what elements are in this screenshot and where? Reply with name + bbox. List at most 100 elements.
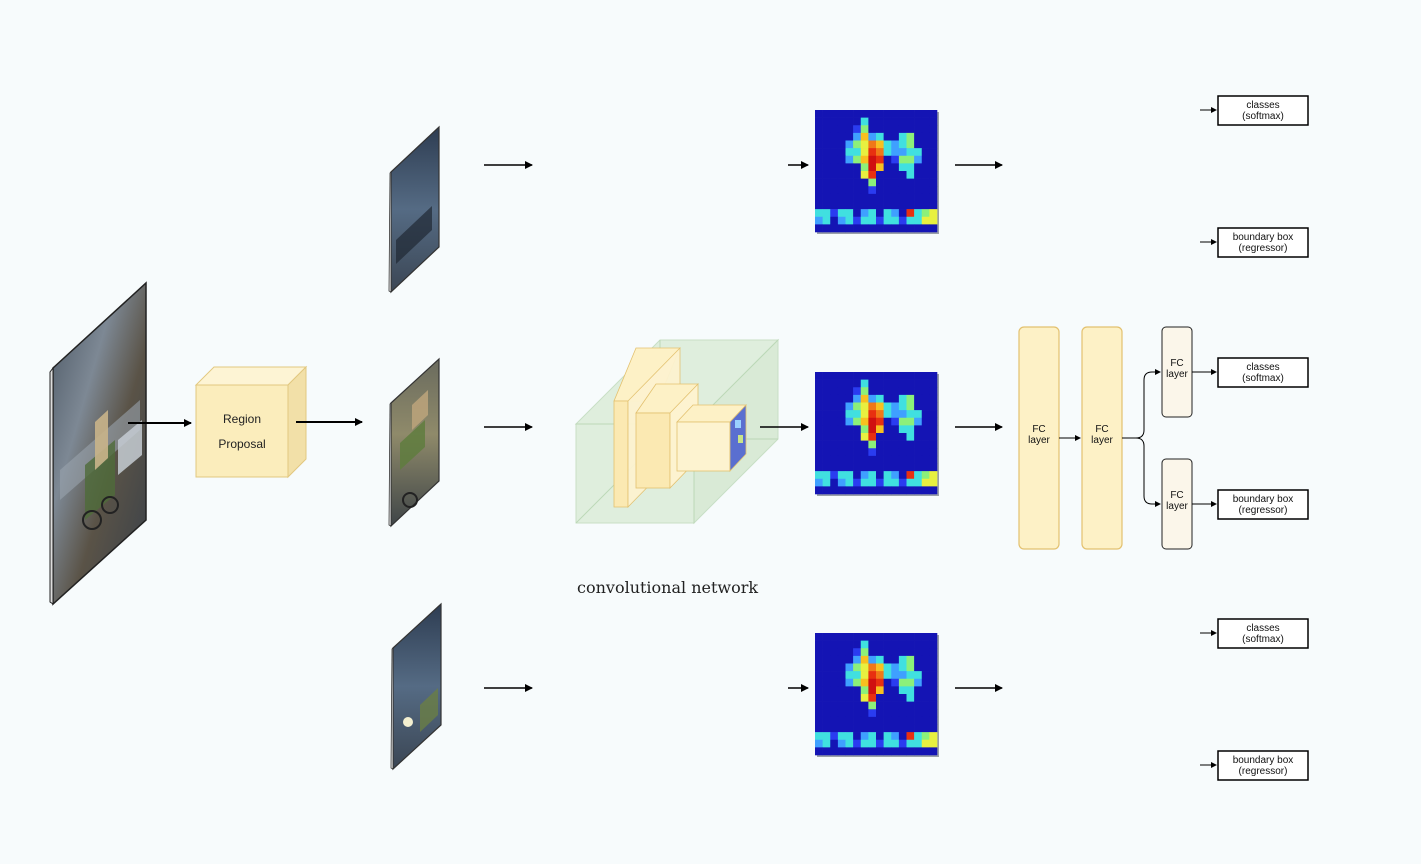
heatmap-cell [929,747,938,756]
heatmap-cell [853,739,862,748]
heatmap-cell [914,671,923,680]
heatmap-cell [876,663,884,672]
heatmap-cell [891,724,900,733]
heatmap-cell [876,678,884,687]
heatmap-cell [868,216,877,225]
heatmap-cell [853,694,862,702]
heatmap-cell [822,148,831,157]
heatmap-cell [822,410,831,419]
heatmap-cell [868,178,877,187]
heatmap-cell [845,132,854,141]
heatmap-cell [822,132,831,141]
heatmap-cell [929,171,938,179]
heatmap-cell [868,640,877,649]
heatmap-cell [876,433,884,441]
output-classes-top: classes (softmax) [1217,95,1309,126]
heatmap-cell [830,110,839,118]
heatmap-cell [929,110,938,118]
heatmap-cell [883,686,892,695]
heatmap-cell [883,372,892,380]
heatmap-cell [891,117,900,126]
heatmap-cell [898,732,907,741]
heatmap-cell [845,648,854,657]
heatmap-cell [914,110,923,118]
heatmap-cell [898,686,907,695]
heatmap-cell [845,201,854,210]
heatmap-cell [891,648,900,657]
heatmap-cell [906,694,915,702]
heatmap-cell [883,633,892,641]
heatmap-cell [860,694,869,702]
heatmap-cell [891,486,900,495]
heatmap-cell [822,648,831,657]
heatmap-cell [883,486,892,495]
heatmap-cell [898,209,907,218]
heatmap-cell [845,394,854,403]
heatmap-cell [914,216,923,225]
heatmap-cell [906,209,915,218]
heatmap-cell [845,663,854,672]
heatmap-cell [837,455,846,464]
heatmap-cell [860,387,869,396]
region-crop-top [388,125,440,294]
heatmap-cell [845,739,854,748]
heatmap-cell [853,440,862,449]
heatmap-cell [815,379,823,388]
heatmap-cell [883,209,892,218]
heatmap-cell [860,433,869,441]
heatmap-cell [815,117,823,126]
heatmap-cell [830,463,839,472]
heatmap-cell [860,224,869,233]
heatmap-cell [853,410,862,419]
heatmap-cell [822,440,831,449]
heatmap-cell [868,694,877,702]
heatmap-cell [830,148,839,157]
heatmap-cell [822,372,831,380]
heatmap-cell [837,402,846,411]
heatmap-cell [822,686,831,695]
heatmap-cell [898,125,907,134]
heatmap-cell [837,387,846,396]
heatmap-cell [898,186,907,195]
heatmap-cell [853,433,862,441]
heatmap-cell [914,201,923,210]
heatmap-cell [898,701,907,710]
heatmap-cell [906,463,915,472]
heatmap-cell [921,394,930,403]
heatmap-cell [891,155,900,164]
heatmap-cell [914,633,923,641]
convolutional-network-caption: convolutional network [577,578,758,597]
heatmap-cell [921,463,930,472]
heatmap-cell [921,186,930,195]
heatmap-cell [914,148,923,157]
heatmap-cell [830,125,839,134]
heatmap-cell [860,178,869,187]
heatmap-cell [845,140,854,149]
heatmap-cell [929,402,938,411]
heatmap-cell [929,125,938,134]
heatmap-cell [860,186,869,195]
heatmap-cell [860,216,869,225]
heatmap-cell [822,394,831,403]
heatmap-cell [929,209,938,218]
heatmap-cell [822,425,831,434]
heatmap-cell [883,694,892,702]
heatmap-cell [921,686,930,695]
heatmap-cell [883,663,892,672]
heatmap-cell [822,110,831,118]
heatmap-cell [868,125,877,134]
heatmap-cell [815,455,823,464]
heatmap-cell [891,417,900,426]
heatmap-cell [891,440,900,449]
heatmap-cell [868,671,877,680]
heatmap-cell [845,224,854,233]
heatmap-cell [868,648,877,657]
heatmap-cell [891,716,900,725]
heatmap-cell [837,224,846,233]
heatmap-cell [883,155,892,164]
heatmap-cell [837,148,846,157]
heatmap-cell [876,132,884,141]
heatmap-cell [898,633,907,641]
output-classes-top-line2: (softmax) [1242,111,1284,122]
heatmap-cell [815,709,823,718]
